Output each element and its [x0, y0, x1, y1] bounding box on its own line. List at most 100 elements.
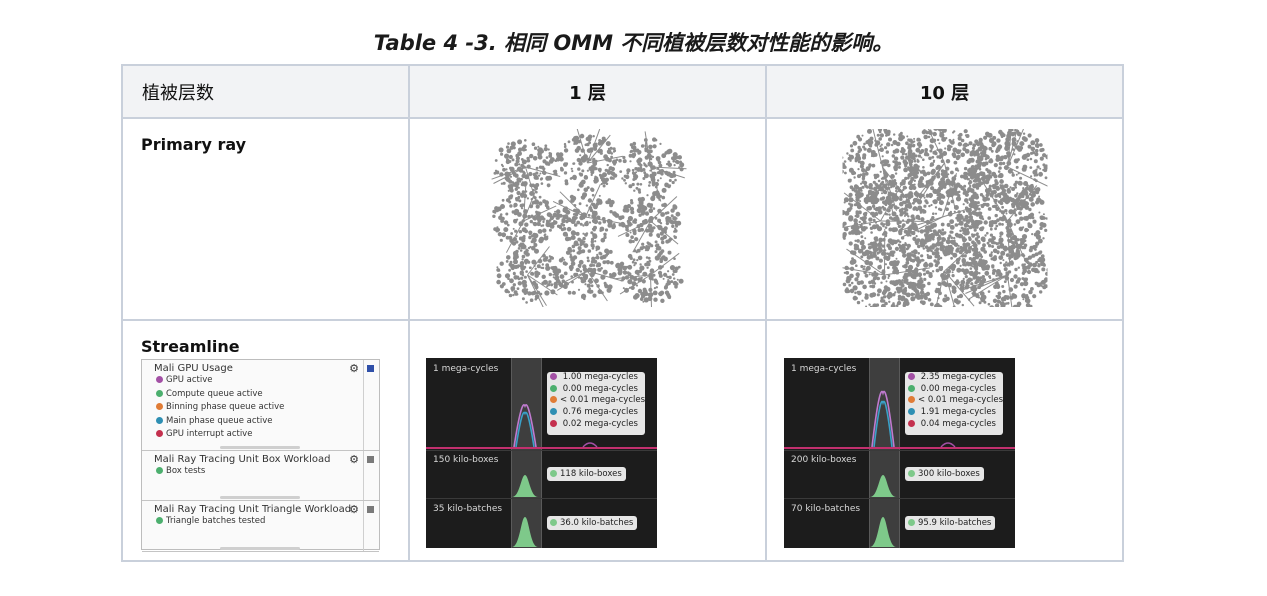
- foliage-leaf: [999, 198, 1003, 202]
- foliage-leaf: [1005, 253, 1010, 257]
- foliage-leaf: [608, 210, 613, 214]
- series-dot-icon: [156, 430, 163, 437]
- foliage-leaf: [1004, 261, 1007, 264]
- foliage-leaf: [978, 301, 982, 305]
- track-separator: [426, 450, 657, 451]
- foliage-leaf: [921, 130, 926, 135]
- foliage-leaf: [527, 246, 530, 250]
- foliage-leaf: [1029, 140, 1035, 146]
- foliage-leaf: [499, 238, 503, 242]
- foliage-leaf: [931, 270, 934, 273]
- gear-icon[interactable]: ⚙: [349, 362, 359, 375]
- series-color-marker[interactable]: [367, 506, 374, 513]
- foliage-leaf: [992, 241, 996, 245]
- foliage-leaf: [564, 219, 569, 224]
- foliage-leaf: [586, 284, 591, 288]
- foliage-leaf: [1029, 287, 1034, 291]
- foliage-leaf: [633, 261, 637, 265]
- series-dot-icon: [550, 373, 557, 380]
- selection-highlight[interactable]: [511, 358, 542, 548]
- foliage-leaf: [864, 267, 869, 272]
- foliage-leaf: [928, 194, 932, 198]
- foliage-leaf: [938, 200, 944, 206]
- foliage-leaf: [849, 144, 853, 148]
- foliage-leaf: [925, 270, 930, 275]
- foliage-leaf: [630, 145, 635, 150]
- foliage-leaf: [880, 192, 883, 195]
- foliage-leaf: [887, 227, 892, 232]
- foliage-leaf: [1009, 250, 1013, 254]
- counter-item-label: Main phase queue active: [166, 415, 273, 426]
- foliage-leaf: [954, 244, 958, 247]
- selection-highlight[interactable]: [869, 358, 900, 548]
- series-color-marker[interactable]: [367, 456, 374, 463]
- foliage-leaf: [929, 203, 933, 207]
- foliage-leaf: [582, 267, 587, 272]
- foliage-leaf: [535, 215, 541, 221]
- foliage-leaf: [637, 213, 642, 217]
- foliage-leaf: [894, 246, 899, 251]
- foliage-leaf: [877, 137, 882, 141]
- foliage-leaf: [906, 230, 909, 233]
- foliage-leaf: [623, 174, 627, 178]
- track-separator: [784, 498, 1015, 499]
- foliage-leaf: [904, 278, 908, 282]
- foliage-leaf: [579, 276, 583, 280]
- foliage-leaf: [1027, 207, 1032, 212]
- foliage-leaf: [648, 208, 653, 213]
- foliage-leaf: [648, 169, 651, 172]
- triangle-batches-value-text: 95.9 kilo-batches: [918, 518, 992, 528]
- foliage-leaf: [669, 174, 674, 178]
- foliage-leaf: [673, 235, 677, 239]
- foliage-leaf: [521, 147, 526, 152]
- foliage-leaf: [934, 166, 939, 170]
- foliage-leaf: [536, 264, 541, 269]
- counter-item: Main phase queue active: [142, 415, 379, 429]
- foliage-leaf: [998, 195, 1001, 199]
- foliage-leaf: [933, 151, 938, 156]
- series-color-marker[interactable]: [367, 365, 374, 372]
- foliage-leaf: [1012, 252, 1017, 257]
- foliage-leaf: [964, 230, 970, 236]
- foliage-leaf: [571, 244, 575, 249]
- foliage-leaf: [620, 177, 624, 180]
- foliage-leaf: [1026, 269, 1031, 275]
- foliage-leaf: [943, 250, 946, 253]
- foliage-leaf: [969, 286, 974, 291]
- foliage-leaf: [1029, 202, 1035, 207]
- foliage-leaf: [497, 269, 500, 272]
- foliage-leaf: [974, 182, 980, 188]
- foliage-branch: [586, 129, 600, 164]
- foliage-leaf: [976, 201, 980, 205]
- scrollbar[interactable]: [220, 446, 300, 449]
- foliage-leaf: [673, 269, 678, 273]
- foliage-leaf: [907, 202, 912, 207]
- foliage-leaf: [918, 169, 921, 172]
- foliage-leaf: [1025, 184, 1029, 188]
- foliage-leaf: [575, 267, 580, 273]
- foliage-leaf: [639, 168, 643, 173]
- foliage-leaf: [877, 209, 882, 215]
- foliage-leaf: [670, 224, 674, 228]
- scrollbar[interactable]: [220, 496, 300, 499]
- foliage-leaf: [1031, 294, 1036, 299]
- foliage-leaf: [864, 226, 868, 230]
- scrollbar[interactable]: [220, 547, 300, 550]
- foliage-leaf: [672, 152, 678, 158]
- foliage-leaf: [491, 214, 496, 218]
- gear-icon[interactable]: ⚙: [349, 453, 359, 466]
- foliage-branch: [526, 274, 558, 296]
- foliage-leaf: [916, 252, 920, 255]
- foliage-leaf: [913, 256, 917, 260]
- gear-icon[interactable]: ⚙: [349, 503, 359, 516]
- foliage-leaf: [954, 223, 958, 227]
- foliage-leaf: [885, 150, 889, 154]
- foliage-leaf: [891, 154, 895, 158]
- foliage-leaf: [1004, 271, 1009, 275]
- foliage-leaf: [1028, 166, 1032, 169]
- foliage-leaf: [499, 261, 504, 266]
- foliage-leaf: [856, 275, 859, 278]
- foliage-leaf: [890, 143, 893, 147]
- foliage-leaf: [854, 185, 859, 190]
- foliage-leaf: [966, 249, 971, 254]
